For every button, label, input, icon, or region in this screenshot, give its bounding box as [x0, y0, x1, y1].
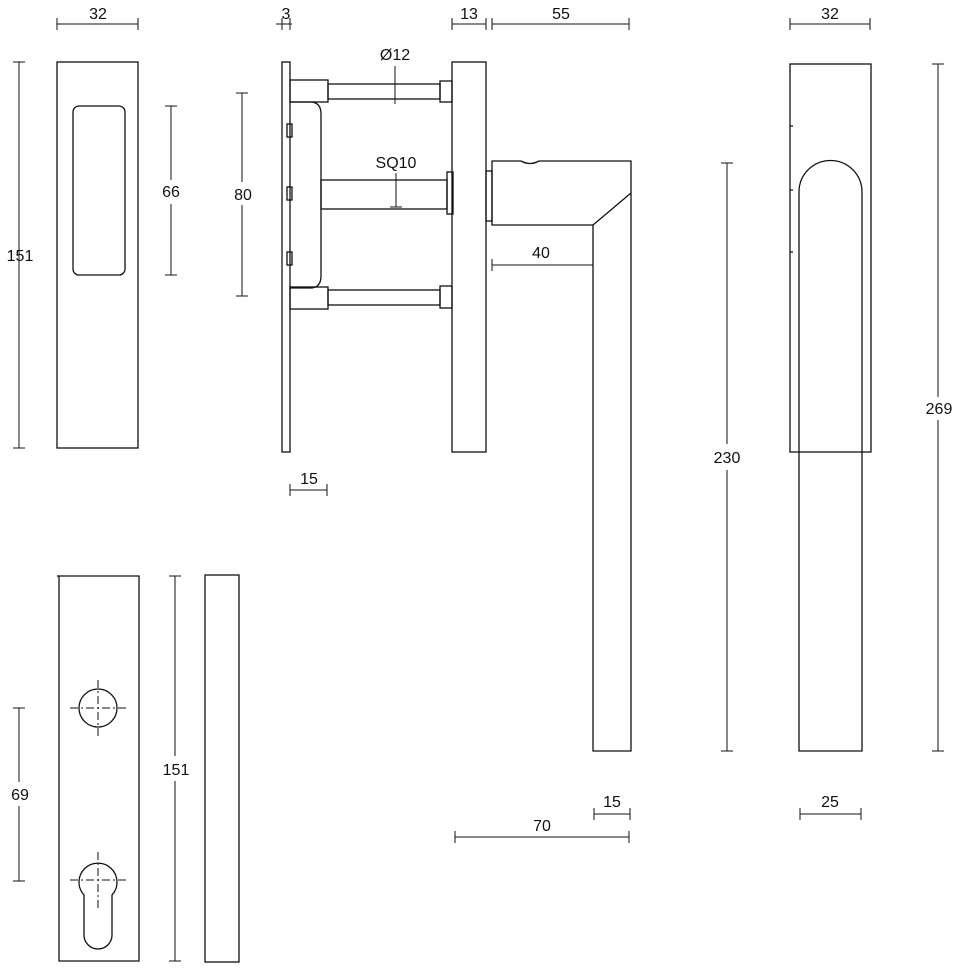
dimension-rose-width: 32 — [56, 6, 139, 30]
dimension-front-grip-width: 25 — [799, 794, 862, 820]
dimension-backplate-offset: 15 — [289, 471, 328, 496]
dimension-label: 151 — [7, 248, 34, 265]
dimension-spindle-diameter: Ø12 — [380, 47, 410, 104]
dimension-label: 40 — [532, 245, 550, 262]
handle-side-view — [491, 160, 632, 752]
dimension-label: 55 — [552, 6, 570, 23]
dimension-label: 3 — [282, 6, 291, 23]
dimension-label: 70 — [533, 818, 551, 835]
dimension-keyplate-height: 151 — [163, 575, 190, 962]
dimension-label: 15 — [300, 471, 318, 488]
dimension-grip-offset: 40 — [491, 245, 594, 271]
dimension-label: 80 — [234, 187, 252, 204]
dimension-label: 32 — [89, 6, 107, 23]
dimension-label: 15 — [603, 794, 621, 811]
rose-front-view — [56, 61, 139, 449]
handle-front-view — [789, 63, 872, 752]
dimension-front-rose-width: 32 — [789, 6, 871, 30]
dimension-label: 269 — [926, 401, 953, 418]
dimension-rose-thickness: 13 — [451, 6, 487, 30]
dimension-handle-length: 230 — [714, 162, 741, 752]
dimension-label: 32 — [821, 6, 839, 23]
keyplate-front-view — [57, 575, 140, 962]
dimension-handle-projection: 55 — [491, 6, 630, 30]
dimension-plate-thickness: 3 — [276, 6, 292, 30]
dimension-recess-height: 66 — [162, 105, 180, 276]
spindle-side-view: 80 — [234, 61, 493, 453]
dimension-label: 25 — [821, 794, 839, 811]
dimension-rose-height: 151 — [7, 61, 34, 449]
dimension-handle-bar-width: 15 — [593, 794, 631, 820]
keyplate-side-view — [204, 574, 240, 963]
dimension-keyplate-hole-spacing: 69 — [11, 707, 29, 882]
dimension-handle-total-projection: 70 — [454, 818, 630, 843]
dimension-label: 151 — [163, 762, 190, 779]
dimension-label: 13 — [460, 6, 478, 23]
dimension-label: 230 — [714, 450, 741, 467]
dimension-front-total-height: 269 — [926, 63, 953, 752]
dimension-spindle-square: SQ10 — [376, 155, 417, 208]
dimension-label: 69 — [11, 787, 29, 804]
dimension-label: Ø12 — [380, 47, 410, 64]
dimension-label: 66 — [162, 184, 180, 201]
dimension-label: SQ10 — [376, 155, 417, 172]
